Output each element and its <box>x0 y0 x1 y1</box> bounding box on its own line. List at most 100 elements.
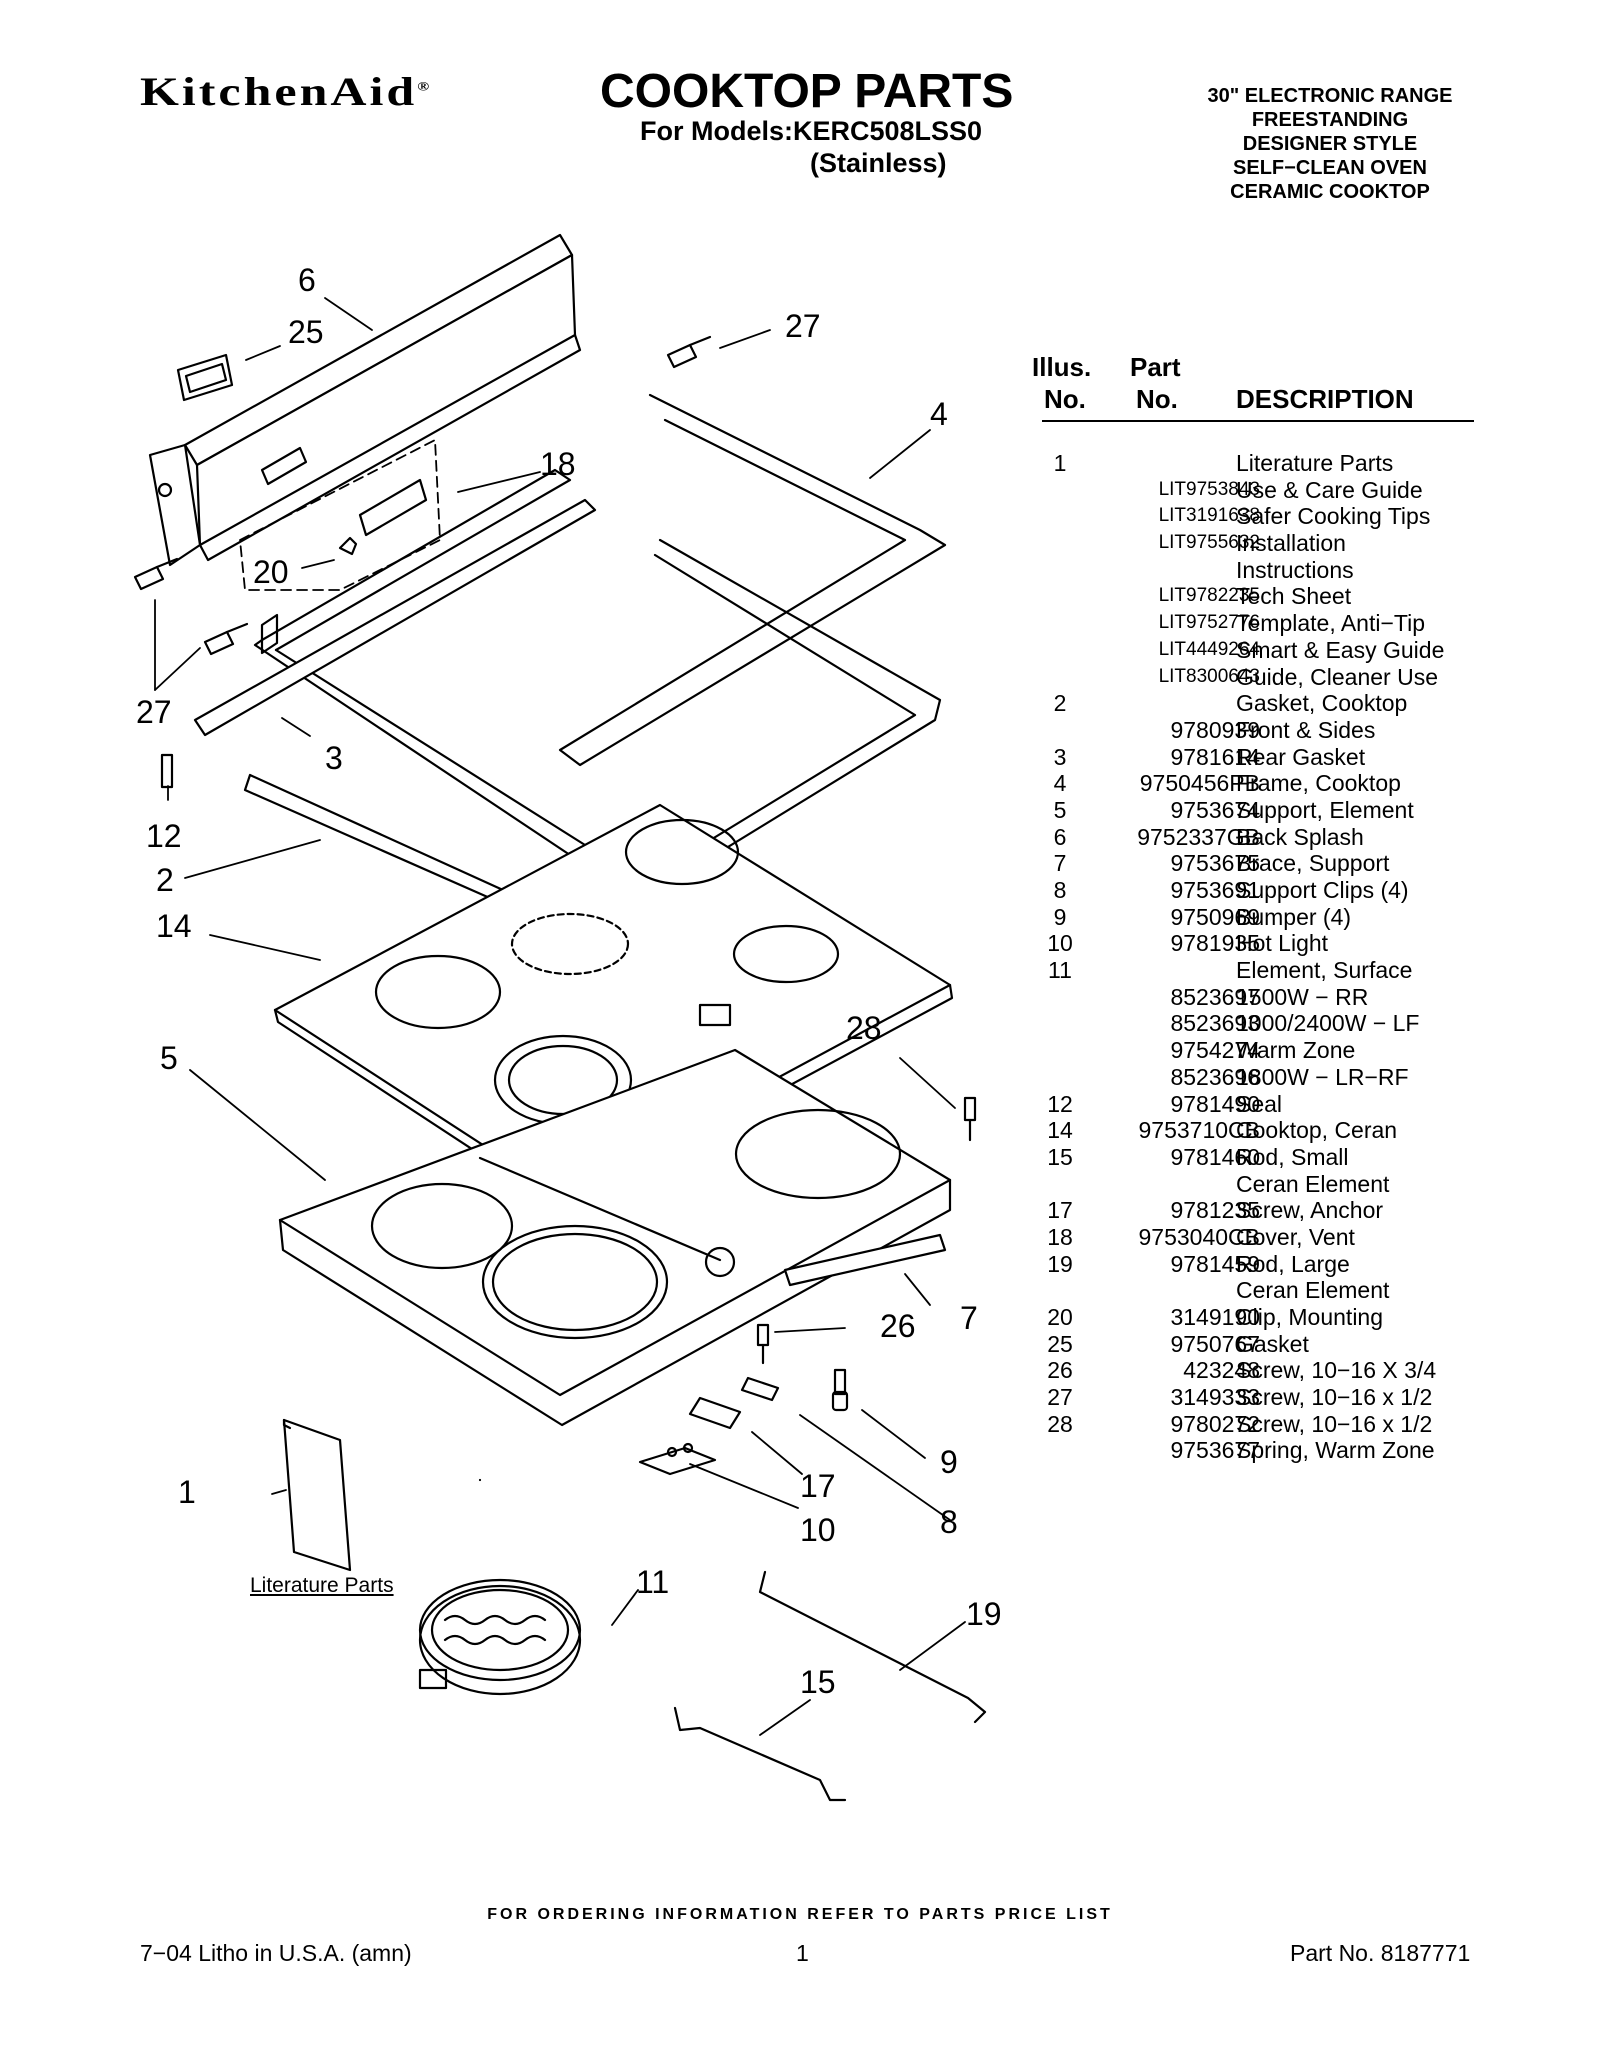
seal-part <box>160 753 174 789</box>
callout-7: 7 <box>960 1300 978 1336</box>
table-row: Ceran Element <box>1040 1277 1480 1304</box>
surface-element-part <box>418 1578 582 1696</box>
part-number: 9754274 <box>1170 1037 1260 1064</box>
part-number: 8523693 <box>1170 1010 1260 1037</box>
illus-number: 5 <box>1053 796 1067 823</box>
callout-6: 6 <box>298 262 316 298</box>
part-number: 9781235 <box>1170 1197 1260 1224</box>
part-description: Cooktop, Ceran <box>1236 1117 1398 1144</box>
part-number: 9753710CB <box>1138 1117 1261 1144</box>
part-number: 9780939 <box>1170 716 1260 743</box>
part-number: 9781460 <box>1170 1143 1260 1170</box>
part-description: Tech Sheet <box>1236 583 1352 610</box>
part-number: 9750767 <box>1170 1330 1260 1357</box>
callout-18: 18 <box>540 446 576 482</box>
brand-name: KitchenAid <box>140 68 418 114</box>
illus-number: 4 <box>1053 770 1067 797</box>
part-description: Screw, 10−16 X 3/4 <box>1236 1357 1437 1384</box>
part-number: LIT9753843 <box>1158 478 1260 500</box>
illus-number: 20 <box>1047 1304 1073 1330</box>
part-description: Bumper (4) <box>1236 903 1352 930</box>
part-description: Screw, Anchor <box>1236 1197 1384 1224</box>
part-number: 8523697 <box>1170 983 1260 1010</box>
spec-line: CERAMIC COOKTOP <box>1230 181 1430 203</box>
part-number: 9750456PB <box>1139 770 1260 797</box>
part-description: Safer Cooking Tips <box>1236 503 1431 530</box>
part-description: Clip, Mounting <box>1236 1304 1384 1330</box>
illus-number: 1 <box>1053 450 1067 476</box>
brand-logo: KitchenAid® <box>140 68 429 114</box>
part-description: 1800W − LR−RF <box>1236 1063 1409 1090</box>
illus-number: 3 <box>1053 743 1067 770</box>
illus-number: 6 <box>1053 823 1067 850</box>
part-description: Guide, Cleaner Use <box>1236 663 1438 690</box>
callout-2: 2 <box>156 862 174 898</box>
callout-25: 25 <box>288 314 324 350</box>
part-description: Ceran Element <box>1236 1170 1390 1197</box>
screw-parts <box>133 335 977 1396</box>
col-illus-line2: No. <box>1044 384 1086 414</box>
part-number: 9781614 <box>1170 743 1260 770</box>
illus-number: 8 <box>1053 877 1067 903</box>
illus-number: 12 <box>1047 1090 1073 1117</box>
part-description: Frame, Cooktop <box>1236 770 1401 797</box>
back-splash-part <box>148 233 582 567</box>
callout-4: 4 <box>930 396 948 432</box>
spec-line: DESIGNER STYLE <box>1242 133 1418 155</box>
exploded-parts-diagram <box>133 233 987 1802</box>
callout-12: 12 <box>146 818 182 854</box>
litho-info: 7−04 Litho in U.S.A. (amn) <box>140 1940 412 1966</box>
illus-number: 17 <box>1047 1197 1073 1224</box>
part-number: 9753677 <box>1170 1437 1260 1464</box>
leader-arrows <box>154 297 966 1736</box>
part-description: Brace, Support <box>1236 850 1390 877</box>
part-description: Rod, Large <box>1236 1250 1350 1277</box>
callout-26: 26 <box>880 1308 916 1344</box>
part-description: Instructions <box>1236 556 1354 583</box>
callout-17: 17 <box>800 1468 836 1504</box>
small-rod-part <box>673 1706 847 1802</box>
callout-19: 19 <box>966 1596 1002 1632</box>
part-number: 9753675 <box>1170 850 1260 877</box>
callout-8: 8 <box>940 1504 958 1540</box>
part-description: Spring, Warm Zone <box>1236 1437 1435 1464</box>
illus-number: 2 <box>1053 690 1067 717</box>
col-part-line2: No. <box>1136 384 1178 414</box>
part-number: 423248 <box>1183 1357 1260 1384</box>
callout-28: 28 <box>846 1010 882 1046</box>
illus-number: 7 <box>1053 850 1067 877</box>
spec-line: SELF−CLEAN OVEN <box>1233 157 1427 179</box>
literature-booklet <box>282 1418 352 1572</box>
callout-15: 15 <box>800 1664 836 1700</box>
callout-1: 1 <box>178 1474 196 1510</box>
part-description: 1500W − RR <box>1236 983 1369 1010</box>
illus-number: 10 <box>1047 930 1073 957</box>
element-support-part <box>278 1048 952 1427</box>
hot-light-part <box>638 1442 717 1476</box>
mounting-clip-part <box>338 536 358 556</box>
page-title: COOKTOP PARTS <box>600 65 1014 118</box>
part-description: Cover, Vent <box>1236 1223 1355 1250</box>
part-number: 9753691 <box>1170 877 1260 903</box>
callout-9: 9 <box>940 1444 958 1480</box>
part-description: Screw, 10−16 x 1/2 <box>1236 1384 1433 1411</box>
